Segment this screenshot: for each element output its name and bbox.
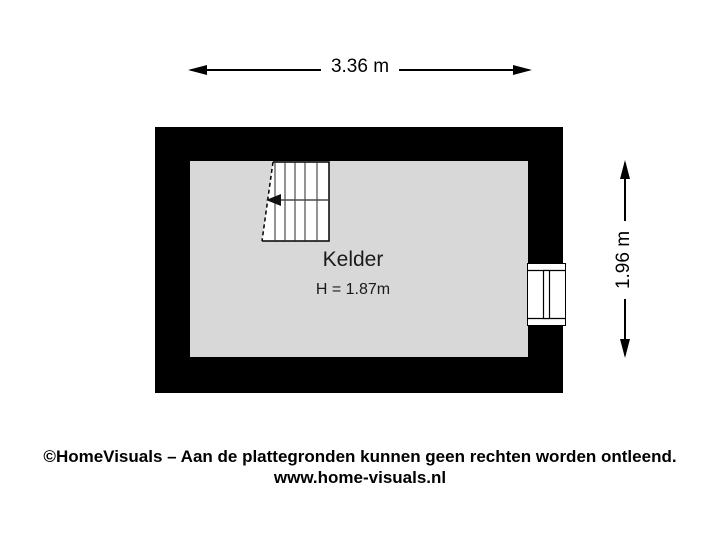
window (527, 263, 566, 326)
arrow-right-icon (513, 65, 532, 75)
dimension-width-label: 3.36 m (321, 54, 399, 80)
room-label: Kelder (322, 248, 384, 271)
dimension-height-label: 1.96 m (611, 221, 637, 299)
footer-disclaimer: ©HomeVisuals – Aan de plattegronden kunn… (43, 447, 677, 466)
window-glazing (542, 269, 551, 320)
staircase (261, 161, 330, 242)
arrow-up-icon (620, 160, 630, 179)
room-floor (190, 161, 528, 357)
stair-direction-arrow-icon (266, 194, 281, 206)
arrow-left-icon (188, 65, 207, 75)
footer-website: www.home-visuals.nl (273, 468, 447, 487)
arrow-down-icon (620, 339, 630, 358)
room-height-label: H = 1.87m (315, 281, 391, 298)
stair-cut-line (261, 161, 274, 242)
